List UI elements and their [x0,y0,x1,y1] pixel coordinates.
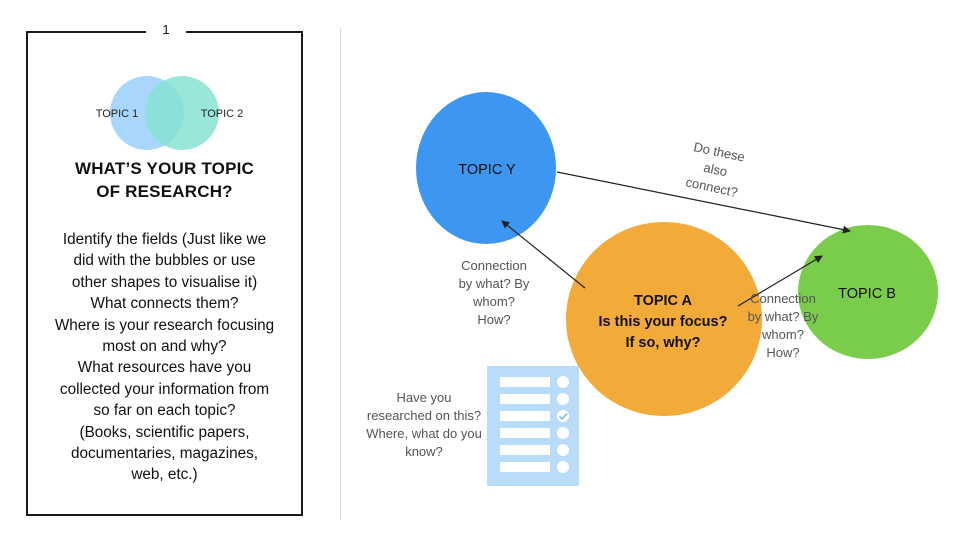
venn-label-topic-1: TOPIC 1 [96,108,139,120]
annotation-line: Connection [750,291,816,306]
annotation-line: How? [766,345,799,360]
arrow-topic-y-to-topic-b [556,171,851,234]
panel-divider [340,28,341,520]
topic-y-bubble [416,92,556,244]
card-number: 1 [146,22,186,38]
annotation-line: by what? By [748,309,819,324]
card-body-line: web, etc.) [131,466,198,484]
topic-b-bubble [798,225,938,359]
checklist-line [500,462,550,472]
checklist-bullet [557,410,569,422]
checklist-bullet [557,444,569,456]
card-body-line: Identify the fields (Just like we [62,231,267,248]
annotation-line: by what? By [459,276,530,291]
card-body-line: Where is your research focusing [54,316,275,334]
checkmark-icon [558,412,568,421]
checklist-bullet [557,376,569,388]
card-body-line: documentaries, magazines, [70,445,259,463]
card-title: WHAT’S YOUR TOPIC OF RESEARCH? [26,157,303,203]
venn-circle-topic-2 [145,76,219,150]
do-these-connect-annotation: Do these also connect? [684,139,746,200]
card-body-line: other shapes to visualise it) [71,273,258,291]
annotation-line: know? [405,444,443,459]
annotation-line: Do these [692,139,746,164]
checklist-line [500,377,550,387]
card-body: Identify the fields (Just like we did wi… [26,229,303,486]
checklist-bullet [557,393,569,405]
checklist-line [500,394,550,404]
checklist-bullet [557,427,569,439]
checklist-bullet [557,461,569,473]
checklist-line [500,445,550,455]
checklist-line [500,428,550,438]
annotation-line: researched on this? [367,408,481,423]
annotation-line: How? [477,312,510,327]
card-body-line: (Books, scientific papers, [79,423,250,441]
annotation-line: Connection [461,258,527,273]
connection-left-annotation: Connection by what? By whom? How? [459,258,530,327]
checklist-icon [487,366,579,486]
card-body-line: did with the bubbles or use [73,252,256,270]
card-body-line: What connects them? [90,295,239,313]
topic-y-label: TOPIC Y [458,162,516,178]
annotation-line: connect? [684,174,739,200]
connection-right-annotation: Connection by what? By whom? How? [748,291,819,360]
researched-annotation: Have you researched on this? Where, what… [366,390,482,459]
arrow-topic-a-to-topic-y [501,220,586,289]
annotation-line: Have you [397,390,452,405]
card-body-line: collected your information from [59,380,270,398]
topic-a-label-line: If so, why? [626,335,701,351]
annotation-line: whom? [472,294,515,309]
annotation-line: also [702,160,728,180]
card-body-line: so far on each topic? [93,402,236,420]
topic-a-label-line: Is this your focus? [599,314,728,330]
annotation-line: Where, what do you [366,426,482,441]
topic-b-label: TOPIC B [838,286,896,302]
card-body-line: most on and why? [102,338,227,356]
card-title-line: OF RESEARCH? [96,182,233,201]
topic-a-label: TOPIC A Is this your focus? If so, why? [599,293,728,351]
annotation-line: whom? [761,327,804,342]
topic-a-label-line: TOPIC A [634,293,693,309]
topic-a-bubble [566,222,762,416]
venn-diagram: TOPIC 1 TOPIC 2 [96,76,244,150]
checklist-line [500,411,550,421]
arrow-topic-a-to-topic-b [737,255,823,307]
card-body-line: What resources have you [77,359,252,377]
venn-label-topic-2: TOPIC 2 [201,108,244,120]
card-title-line: WHAT’S YOUR TOPIC [74,159,255,178]
